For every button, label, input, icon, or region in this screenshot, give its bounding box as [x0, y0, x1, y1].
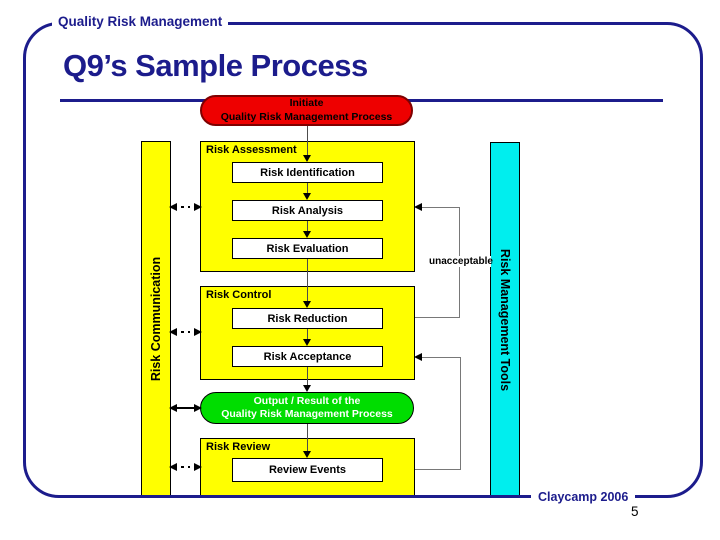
feedback-loop1-bottom-line	[415, 317, 459, 318]
feedback-loop2-vertical-line	[460, 357, 461, 470]
output-node-line2: Quality Risk Management Process	[221, 408, 393, 420]
dashed-arrow-dots	[177, 465, 194, 469]
connector-analysis-to-evaluation	[307, 221, 308, 232]
connector-evaluation-to-reduction	[307, 259, 308, 302]
risk-assessment-group-label: Risk Assessment	[206, 144, 297, 156]
page-number: 5	[631, 504, 639, 519]
risk-communication-label: Risk Communication	[149, 256, 164, 382]
arrowhead-to-output	[303, 385, 311, 392]
communication-arrow-control	[169, 327, 202, 337]
initiate-node-line2: Quality Risk Management Process	[220, 110, 393, 123]
risk-management-tools-bar: Risk Management Tools	[490, 142, 520, 497]
step-risk-acceptance: Risk Acceptance	[232, 346, 383, 367]
credit-label: Claycamp 2006	[531, 490, 636, 504]
left-arrowhead-icon	[169, 328, 177, 336]
initiate-node: Initiate Quality Risk Management Process	[200, 95, 413, 126]
communication-arrow-assessment	[169, 202, 202, 212]
feedback-loop2-bottom-line	[383, 469, 460, 470]
right-arrowhead-icon	[194, 404, 202, 412]
step-risk-evaluation: Risk Evaluation	[232, 238, 383, 259]
step-risk-analysis: Risk Analysis	[232, 200, 383, 221]
step-risk-identification: Risk Identification	[232, 162, 383, 183]
arrowhead-to-reduction	[303, 301, 311, 308]
output-node-line1: Output / Result of the	[253, 394, 361, 407]
connector-initiate-to-identification	[307, 126, 308, 157]
communication-arrow-output	[169, 403, 202, 413]
step-review-events: Review Events	[232, 458, 383, 482]
connector-reduction-to-acceptance	[307, 329, 308, 340]
right-arrowhead-icon	[194, 463, 202, 471]
connector-acceptance-to-output	[307, 367, 308, 387]
connector-identification-to-analysis	[307, 183, 308, 194]
arrowhead-to-review-events	[303, 451, 311, 458]
communication-arrow-review	[169, 462, 202, 472]
arrowhead-to-evaluation	[303, 231, 311, 238]
output-node: Output / Result of the Quality Risk Mana…	[200, 392, 414, 424]
feedback-loop2-top-line	[421, 357, 460, 358]
risk-control-group-label: Risk Control	[206, 289, 272, 301]
dashed-arrow-dots	[177, 330, 194, 334]
feedback-loop1-top-line	[421, 207, 459, 208]
slide-header-label: Quality Risk Management	[52, 14, 229, 29]
risk-communication-bar: Risk Communication	[141, 141, 171, 497]
arrowhead-to-identification	[303, 155, 311, 162]
initiate-node-line1: Initiate	[289, 97, 324, 110]
page-title: Q9’s Sample Process	[63, 48, 368, 83]
feedback-loop1-arrowhead	[414, 203, 422, 211]
step-risk-reduction: Risk Reduction	[232, 308, 383, 329]
feedback-loop2-arrowhead	[414, 353, 422, 361]
dashed-arrow-dots	[177, 205, 194, 209]
arrowhead-to-acceptance	[303, 339, 311, 346]
left-arrowhead-icon	[169, 203, 177, 211]
arrowhead-to-analysis	[303, 193, 311, 200]
risk-review-group-label: Risk Review	[206, 441, 271, 453]
left-arrowhead-icon	[169, 404, 177, 412]
risk-management-tools-label: Risk Management Tools	[498, 248, 513, 391]
left-arrowhead-icon	[169, 463, 177, 471]
right-arrowhead-icon	[194, 328, 202, 336]
solid-arrow-line	[177, 407, 194, 409]
connector-output-to-review-events	[307, 424, 308, 452]
right-arrowhead-icon	[194, 203, 202, 211]
unacceptable-label: unacceptable	[429, 256, 493, 267]
